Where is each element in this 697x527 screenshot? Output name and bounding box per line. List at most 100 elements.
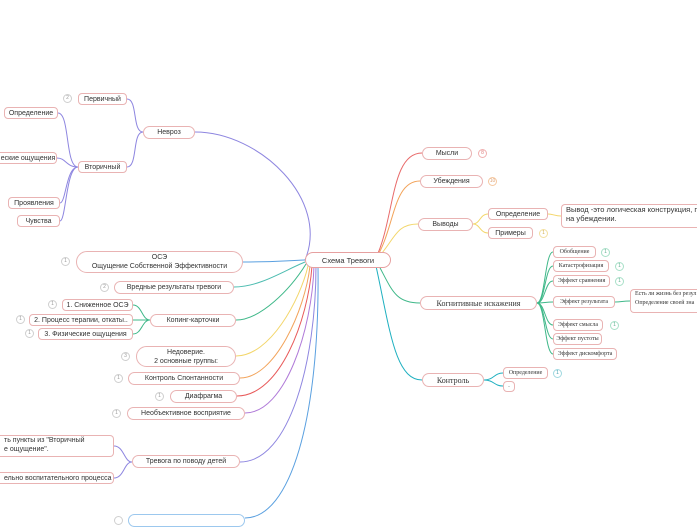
node-opredelenie-left[interactable]: Определение (4, 107, 58, 119)
node-effekt-sravneniya[interactable]: Эффект сравнения (553, 275, 610, 287)
node-pervichny-count-badge: 2 (63, 94, 72, 103)
edge-proyavleniya (59, 166, 79, 204)
node-ose-line-1: ОСЭ (151, 254, 168, 261)
central-topic[interactable]: Схема Тревоги (305, 252, 391, 268)
node-kontrol-opredelenie[interactable]: Определение (503, 367, 548, 379)
node-nedoverie-line-1: Недоверие. (167, 348, 205, 356)
edge-eff-sravn (536, 280, 554, 304)
edge-eff-pustoty (536, 302, 554, 340)
node-nedoverie[interactable]: Недоверие. 2 основные группы: (136, 346, 236, 367)
node-obobshchenie[interactable]: Обобщение (553, 246, 596, 258)
edge-vtorichny (126, 131, 144, 168)
node-koping-1[interactable]: 1. Сниженное ОСЭ (62, 299, 133, 311)
edge-neobekt (244, 265, 315, 414)
node-kognitivnye-iskazheniya[interactable]: Когнитивные искажения (420, 296, 537, 310)
node-mysli[interactable]: Мысли (422, 147, 472, 160)
node-katastrof-count-badge: 1 (615, 262, 624, 271)
edge-deti (239, 265, 317, 463)
edge-vyv-primery (472, 223, 489, 234)
node-vrednye-count-badge: 2 (100, 283, 109, 292)
node-koping-3-count-badge: 1 (25, 329, 34, 338)
edge-diafragma (236, 265, 313, 397)
edge-chuvstva (59, 166, 79, 222)
node-vyvody-primery[interactable]: Примеры (488, 227, 533, 239)
edge-rezult-text (614, 300, 631, 303)
node-kontrol-opred-count-badge: 1 (553, 369, 562, 378)
edge-fiz-oshch (56, 157, 79, 168)
edge-obobshchenie (536, 251, 554, 304)
node-deti-punkty-line-1: ть пункты из "Вторичный (4, 437, 85, 444)
node-vyvody-text-line-1: Вывод -это логическая конструкция, п (566, 205, 697, 214)
edge-deti-1 (113, 445, 133, 463)
node-vyvody-text[interactable]: Вывод -это логическая конструкция, п на … (561, 204, 697, 228)
node-bottom-cutoff[interactable] (128, 514, 245, 527)
edge-koping (235, 263, 307, 321)
node-katastrofizatsiya[interactable]: Катастрофизация (553, 260, 609, 272)
edge-nedoverie (235, 265, 309, 357)
node-nevroz[interactable]: Невроз (143, 126, 195, 139)
edge-kontrol-opred (483, 372, 504, 381)
node-kontrol-dot[interactable]: . (503, 381, 515, 392)
edge-eff-diskomf (536, 302, 554, 355)
edge-ose (242, 259, 306, 263)
node-rezultat-text-line-2: Определение своей зна (635, 300, 695, 306)
node-effekt-diskomforta[interactable]: Эффект дискомфорта (553, 348, 617, 360)
node-vyvody-opredelenie[interactable]: Определение (488, 208, 548, 220)
node-effekt-smysla[interactable]: Эффект смысла (553, 319, 603, 331)
node-eff-sravn-count-badge: 1 (615, 277, 624, 286)
edge-ubezhdeniya (374, 180, 421, 261)
node-koping-kartochki[interactable]: Копинг-карточки (150, 314, 236, 327)
node-vyvody-text-line-2: на убеждении. (566, 214, 617, 223)
node-ose[interactable]: ОСЭ Ощущение Собственной Эффективности (76, 251, 243, 273)
node-vyvody-primery-count-badge: 1 (539, 229, 548, 238)
edge-kontrol-spont (239, 265, 311, 379)
edge-katastrof (536, 265, 554, 304)
edge-deti-2 (113, 461, 133, 479)
node-deti-punkty[interactable]: ть пункты из "Вторичный е ощущение". (0, 435, 114, 457)
node-trevoga-deti[interactable]: Тревога по поводу детей (132, 455, 240, 468)
edge-vyv-text (547, 213, 562, 217)
node-kontrol[interactable]: Контроль (422, 373, 484, 387)
edge-pervichny (126, 98, 144, 133)
edge-vrednye (233, 261, 306, 288)
node-effekt-pustoty[interactable]: Эффект пустоты (553, 333, 602, 345)
edge-kontrol (375, 265, 423, 381)
node-rezultat-text-line-1: Есть ли жизнь без резул (635, 291, 697, 297)
node-ubezhdeniya[interactable]: Убеждения (420, 175, 483, 188)
node-neobektivnoe-vospriyatie[interactable]: Необъективное восприятие (127, 407, 245, 420)
node-vtorichny[interactable]: Вторичный (78, 161, 127, 173)
node-nedoverie-count-badge: 3 (121, 352, 130, 361)
node-nedoverie-line-2: 2 основные группы: (154, 357, 218, 365)
node-fizicheskie-oshchushcheniya[interactable]: еские ощущения (0, 152, 57, 164)
edge-mysli (374, 152, 423, 261)
node-vrednye-rezultaty[interactable]: Вредные результаты тревоги (114, 281, 234, 294)
edge-kontrol-dot (483, 379, 504, 387)
edge-opredelenie-l (57, 112, 79, 168)
node-chuvstva[interactable]: Чувства (17, 215, 60, 227)
node-mysli-count-badge: 8 (478, 149, 487, 158)
node-ose-line-2: Ощущение Собственной Эффективности (91, 263, 228, 270)
edge-koping-1 (132, 304, 151, 321)
edge-koping-3 (132, 319, 151, 335)
node-proyavleniya[interactable]: Проявления (8, 197, 60, 209)
edge-bottom (244, 265, 319, 519)
node-koping-1-count-badge: 1 (48, 300, 57, 309)
edge-kognitivnye (377, 263, 421, 304)
node-diafragma[interactable]: Диафрагма (170, 390, 237, 403)
node-bottom-count-badge (114, 516, 123, 525)
node-effekt-rezultata[interactable]: Эффект результата (553, 296, 615, 308)
edge-vyv-opred (472, 213, 489, 225)
node-kontrol-spontannosti-count-badge: 1 (114, 374, 123, 383)
node-eff-smysla-count-badge: 1 (610, 321, 619, 330)
node-kontrol-spontannosti[interactable]: Контроль Спонтанности (128, 372, 240, 385)
node-diafragma-count-badge: 1 (155, 392, 164, 401)
node-deti-vospitanie[interactable]: ельно воспитательного процесса (0, 472, 114, 484)
node-koping-2[interactable]: 2. Процесс терапии, откаты.. (29, 314, 133, 326)
node-deti-punkty-line-2: е ощущение". (4, 446, 49, 453)
node-pervichny[interactable]: Первичный (78, 93, 127, 105)
node-rezultat-text[interactable]: Есть ли жизнь без резул Определение свое… (630, 289, 697, 313)
node-koping-3[interactable]: 3. Физические ощущения (38, 328, 133, 340)
node-vyvody[interactable]: Выводы (418, 218, 473, 231)
